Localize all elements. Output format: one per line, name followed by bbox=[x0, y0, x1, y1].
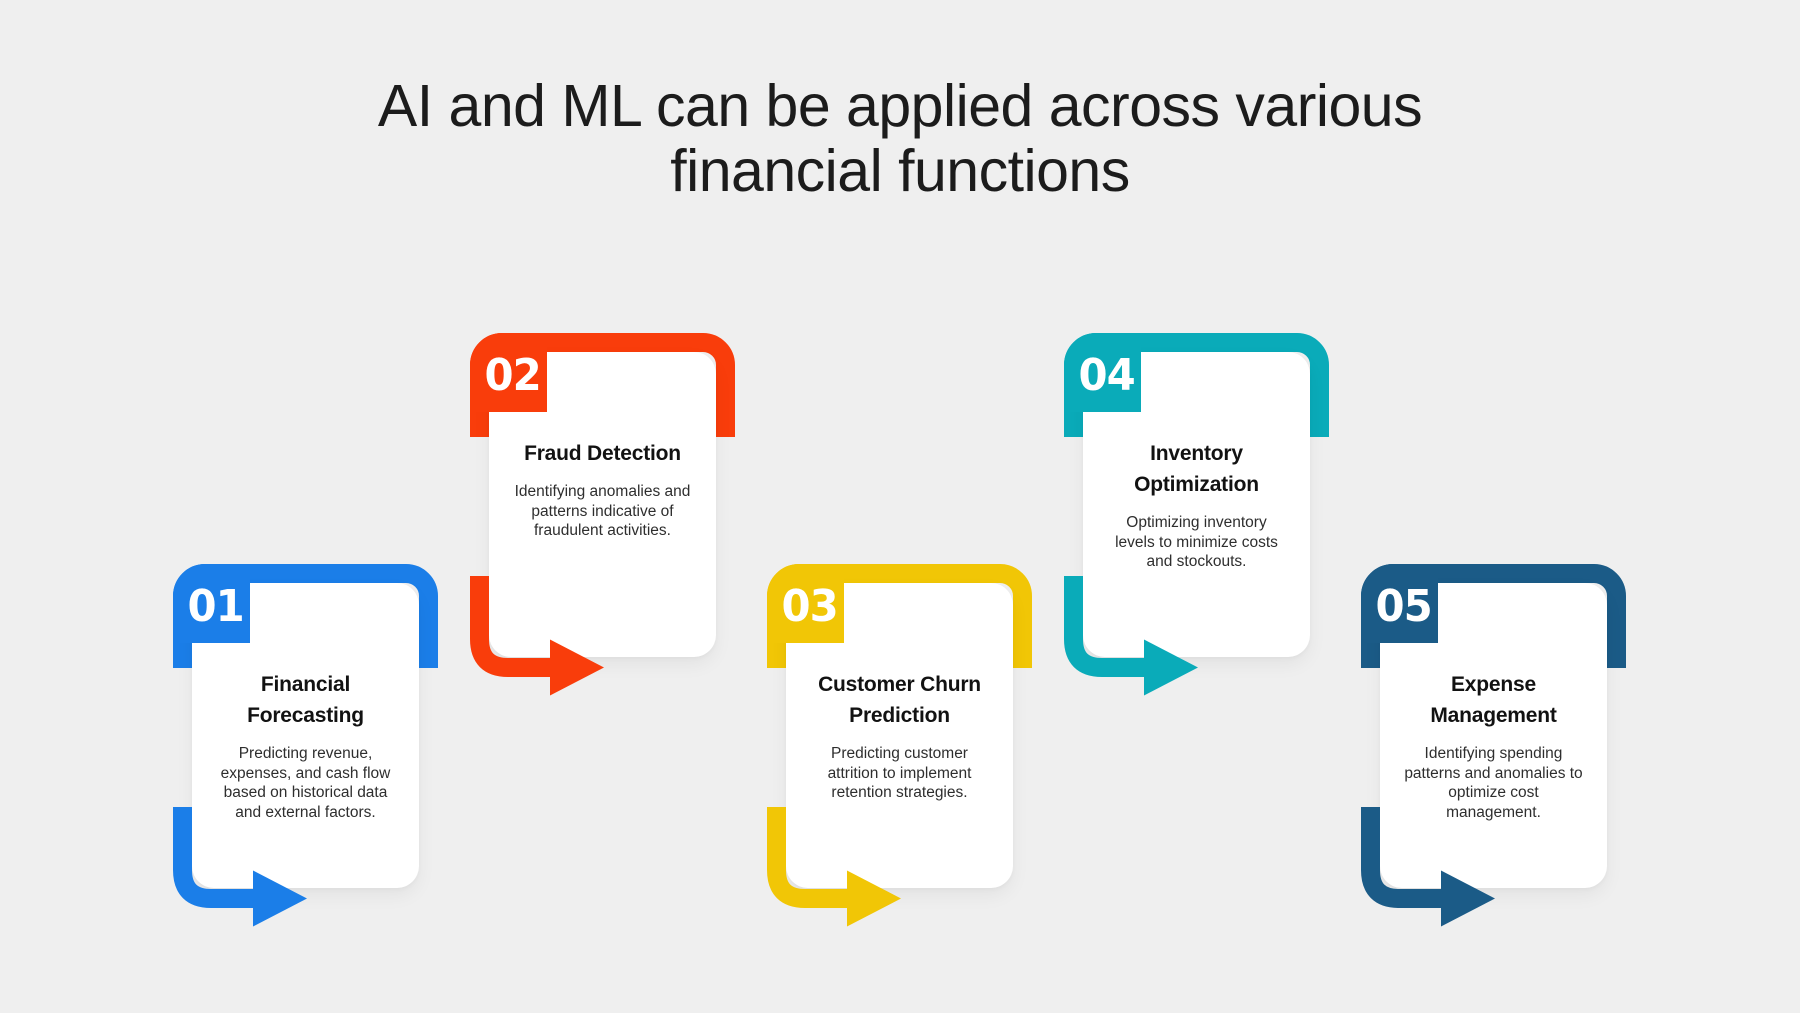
card-number-badge: 02 bbox=[470, 333, 547, 412]
card-title: Financial Forecasting bbox=[247, 673, 364, 728]
card-number: 05 bbox=[1375, 581, 1432, 632]
card-description: Identifying spending patterns and anomal… bbox=[1404, 745, 1583, 821]
card-title: Expense Management bbox=[1430, 673, 1557, 728]
step-card: Expense Management Identifying spending … bbox=[1361, 564, 1626, 932]
step-card: Fraud Detection Identifying anomalies an… bbox=[470, 333, 735, 701]
step-card: Inventory Optimization Optimizing invent… bbox=[1064, 333, 1329, 701]
card-description: Optimizing inventory levels to minimize … bbox=[1115, 514, 1278, 571]
card-number: 04 bbox=[1078, 350, 1135, 401]
card-title: Inventory Optimization bbox=[1134, 442, 1259, 497]
card-description: Predicting revenue, expenses, and cash f… bbox=[220, 745, 391, 821]
page-title: AI and ML can be applied across various … bbox=[377, 73, 1423, 204]
curved-arrow-icon bbox=[1064, 576, 1198, 696]
card-number-badge: 05 bbox=[1361, 564, 1438, 643]
card-body: Inventory Optimization Optimizing invent… bbox=[1083, 352, 1310, 657]
step-card: Customer Churn Prediction Predicting cus… bbox=[767, 564, 1032, 932]
card-title: Fraud Detection bbox=[524, 442, 681, 465]
curved-arrow-icon bbox=[470, 576, 604, 696]
card-number-badge: 03 bbox=[767, 564, 844, 643]
card-title: Customer Churn Prediction bbox=[818, 673, 981, 728]
card-description: Predicting customer attrition to impleme… bbox=[827, 745, 972, 802]
curved-arrow-icon bbox=[173, 807, 307, 927]
card-number: 03 bbox=[781, 581, 838, 632]
card-number-badge: 01 bbox=[173, 564, 250, 643]
card-number: 01 bbox=[187, 581, 244, 632]
card-body: Customer Churn Prediction Predicting cus… bbox=[786, 583, 1013, 888]
curved-arrow-icon bbox=[767, 807, 901, 927]
step-card: Financial Forecasting Predicting revenue… bbox=[173, 564, 438, 932]
card-description: Identifying anomalies and patterns indic… bbox=[514, 483, 691, 540]
card-number-badge: 04 bbox=[1064, 333, 1141, 412]
curved-arrow-icon bbox=[1361, 807, 1495, 927]
card-number: 02 bbox=[484, 350, 541, 401]
